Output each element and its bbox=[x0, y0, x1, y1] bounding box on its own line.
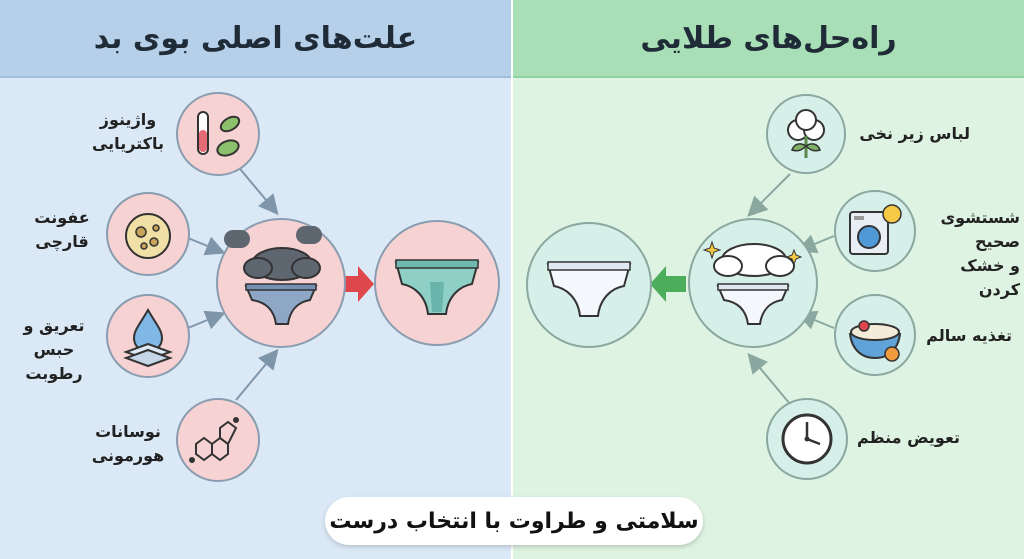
fungus-petri-dish-icon bbox=[106, 192, 190, 276]
arrow-cause-3 bbox=[187, 310, 226, 330]
underwear-result-icon bbox=[374, 220, 500, 346]
solutions-title: راه‌حل‌های طلایی bbox=[513, 0, 1024, 78]
causes-title: علت‌های اصلی بوی بد bbox=[0, 0, 511, 78]
arrow-cause-4 bbox=[235, 348, 279, 401]
green-arrow-icon bbox=[650, 266, 686, 302]
healthy-bowl-icon bbox=[834, 294, 916, 376]
panel-divider bbox=[511, 0, 513, 559]
washing-machine-sun-icon bbox=[834, 190, 916, 272]
hormone-molecule-icon bbox=[176, 398, 260, 482]
smoke-cloud-right-icon bbox=[296, 226, 322, 244]
clock-icon bbox=[766, 398, 848, 480]
solution-label-3: تغذیه سالم bbox=[926, 326, 1012, 345]
footer-banner: سلامتی و طراوت با انتخاب درست bbox=[325, 497, 703, 545]
clean-underwear-icon bbox=[526, 222, 652, 348]
arrow-solution-1 bbox=[747, 173, 791, 217]
solution-label-4: تعویض منظم bbox=[856, 428, 960, 447]
arrow-cause-2 bbox=[187, 236, 226, 256]
smoke-cloud-left-icon bbox=[224, 230, 250, 248]
bacteria-test-tube-icon bbox=[176, 92, 260, 176]
sweat-drop-icon bbox=[106, 294, 190, 378]
arrow-solution-4 bbox=[747, 352, 791, 405]
fresh-underwear-icon bbox=[688, 218, 818, 348]
arrow-cause-1 bbox=[235, 163, 279, 216]
cotton-flower-icon bbox=[766, 94, 846, 174]
solution-label-1: لباس زیر نخی bbox=[859, 124, 970, 143]
